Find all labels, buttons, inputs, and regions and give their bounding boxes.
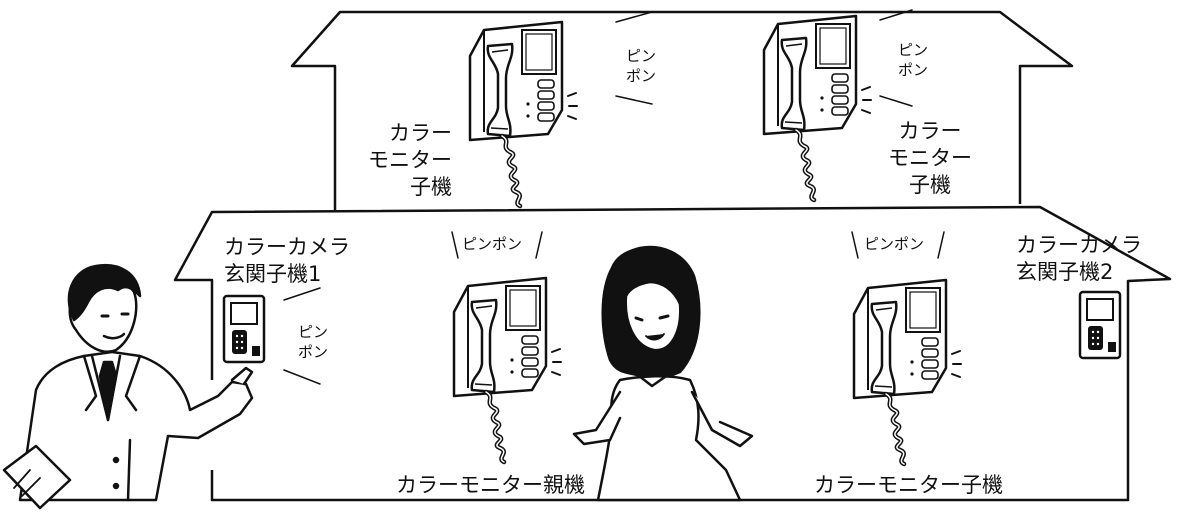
master-monitor [454, 278, 561, 462]
label-line: 子機 [909, 173, 951, 197]
upper-right-slave-monitor [764, 16, 871, 200]
chime-text-line: ピン [626, 47, 657, 65]
chime-text-master: ピンポン [462, 235, 523, 253]
sound-lines [283, 9, 945, 385]
chime-text-line: ポン [626, 67, 657, 85]
chime-text-lower-slave: ピンポン [864, 235, 925, 253]
label-line: 玄関子機1 [224, 262, 322, 286]
camera-entrance-2 [1078, 290, 1122, 360]
chime-text-upper-right: ピン ポン [898, 40, 928, 80]
chime-text-camera-1: ピン ポン [298, 322, 328, 362]
lower-slave-monitor [854, 280, 961, 464]
label-upper-right-slave: カラー モニター 子機 [872, 118, 988, 199]
chime-text-line: ポン [898, 61, 929, 79]
upper-left-slave-monitor [470, 22, 577, 206]
camera-entrance-1 [222, 294, 266, 364]
label-camera-1: カラーカメラ 玄関子機1 [224, 234, 350, 288]
label-upper-left-slave: カラー モニター 子機 [368, 120, 452, 201]
label-master-monitor: カラーモニター親機 [396, 473, 585, 497]
visitor-illustration [2, 263, 254, 510]
label-line: カラーカメラ [224, 235, 350, 259]
label-lower-slave-monitor: カラーモニター子機 [814, 473, 1003, 497]
chime-text-upper-left: ピン ポン [626, 46, 656, 86]
label-camera-2: カラーカメラ 玄関子機2 [1016, 232, 1142, 286]
chime-text-line: ピン [298, 323, 329, 341]
resident-illustration [572, 245, 754, 502]
label-line: モニター [368, 148, 452, 172]
chime-text-line: ポン [298, 343, 329, 361]
chime-text-line: ピン [898, 41, 929, 59]
label-line: モニター [888, 146, 972, 170]
house-upper-floor-outline [290, 10, 1074, 210]
label-line: 玄関子機2 [1016, 260, 1114, 284]
label-line: カラー [389, 121, 452, 145]
label-line: カラーカメラ [1016, 233, 1142, 257]
label-line: カラー [898, 119, 962, 143]
label-line: 子機 [410, 175, 452, 199]
